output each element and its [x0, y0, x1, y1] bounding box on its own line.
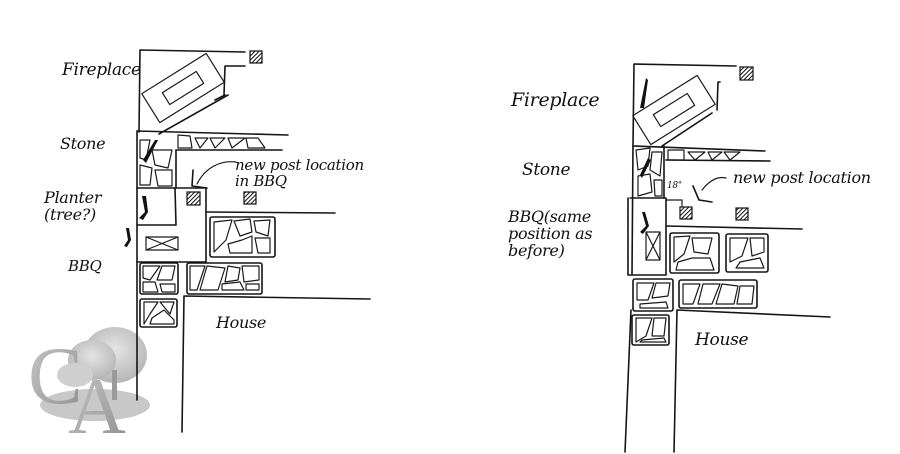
label-house-after: House [695, 330, 749, 350]
label-new-post-before: new post location in BBQ [235, 156, 364, 190]
stone-block [678, 279, 758, 309]
label-fireplace-after: Fireplace [511, 89, 600, 111]
before-plan [124, 49, 371, 433]
post-existing-right [735, 207, 749, 221]
label-house-before: House [216, 313, 267, 332]
stone-block [631, 314, 670, 346]
label-stone-after: Stone [522, 160, 571, 180]
logo: C A [20, 315, 160, 451]
tree-logo-icon: C A [28, 327, 150, 451]
label-bbq-before: BBQ [68, 257, 102, 275]
label-stone-before: Stone [60, 134, 106, 153]
label-bbq-after: BBQ(same position as before) [508, 207, 593, 260]
post-existing-left [243, 191, 257, 205]
after-plan [624, 63, 831, 453]
stone-block [725, 233, 769, 273]
stone-block [669, 232, 720, 274]
label-planter-before: Planter (tree?) [44, 188, 102, 224]
post-existing-top [249, 50, 263, 64]
label-dimension-after: 18" [667, 181, 682, 191]
post-new-right [679, 206, 693, 220]
stone-block [632, 278, 674, 312]
logo-letter-c: C [28, 330, 83, 421]
post-existing-top [739, 66, 754, 81]
label-fireplace-before: Fireplace [62, 60, 141, 80]
post-new-left [186, 191, 201, 206]
stone-block [209, 216, 276, 258]
stone-block [139, 262, 179, 295]
stone-block [186, 262, 263, 295]
logo-letter-a: A [68, 363, 126, 440]
label-new-post-after: new post location [733, 168, 871, 187]
stone-block [139, 298, 178, 328]
